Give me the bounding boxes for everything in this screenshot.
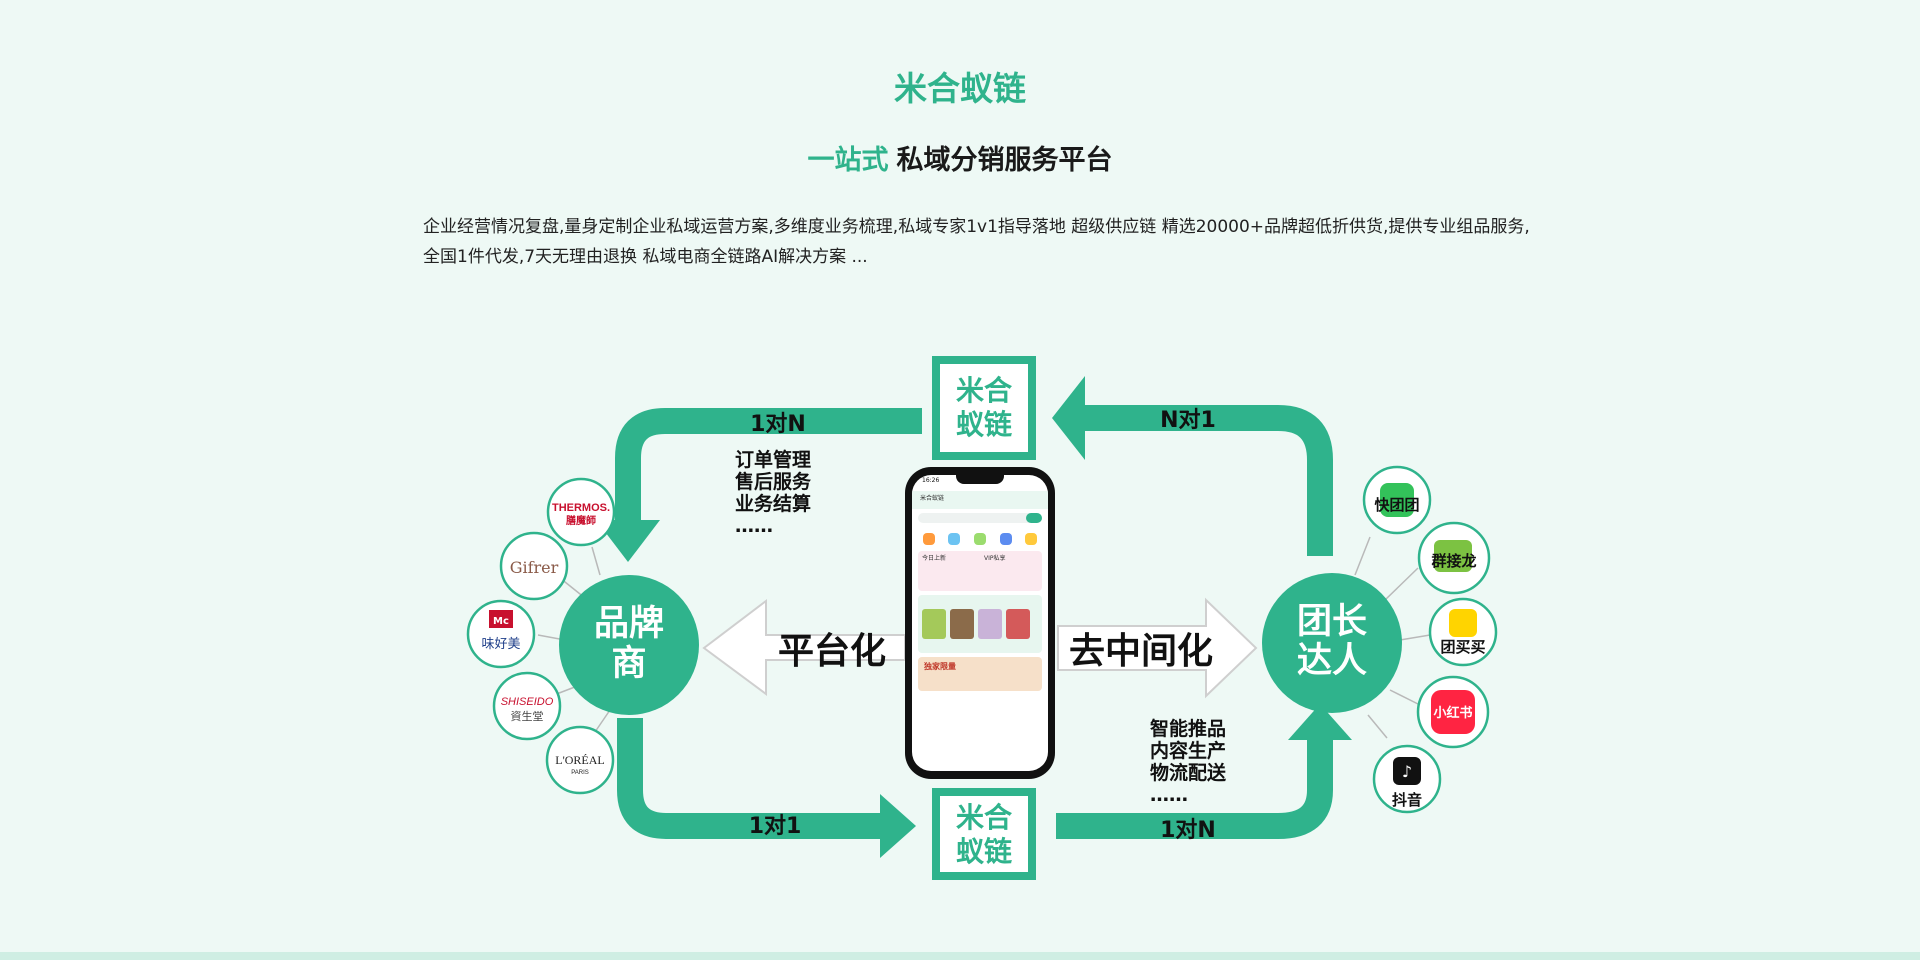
service-top-3: 业务结算 (735, 492, 811, 515)
phone-app-title: 米合蚁链 (920, 495, 945, 502)
channel-icon-qunjielong: 群接龙 (1417, 521, 1491, 595)
brand-logo-mccormick: Mc 味好美 (466, 599, 536, 669)
flow-label-bottom-left: 1对1 (749, 814, 802, 839)
svg-text:♪: ♪ (1402, 762, 1412, 781)
service-top-1: 订单管理 (735, 448, 811, 471)
center-box-bottom (932, 788, 1036, 880)
brand-logo-shiseido: SHISEIDO 資生堂 (492, 671, 562, 741)
channel-icon-xiaohongshu: 小红书 (1416, 675, 1490, 749)
center-box-bottom-line1: 米合 (956, 801, 1013, 834)
flow-path-top-right (1085, 405, 1333, 556)
brand-logo-gifrer: Gifrer (499, 531, 569, 601)
service-bottom-4: …… (1150, 784, 1188, 806)
flow-arrowhead-bottom-right (1288, 704, 1352, 740)
service-bottom-1: 智能推品 (1150, 717, 1226, 740)
phone-category-icon (922, 533, 935, 545)
page-subtitle: 一站式私域分销服务平台 (0, 138, 1920, 177)
description-line-2: 全国1件代发,7天无理由退换 私域电商全链路AI解决方案 ... (423, 247, 868, 267)
flow-arrowhead-bottom-left (880, 794, 916, 858)
phone-today-label: 今日上新 (922, 555, 947, 562)
phone-category-icon (973, 533, 986, 545)
brand-logo-loreal: L'ORÉAL PARIS (545, 725, 615, 795)
svg-text:L'ORÉAL: L'ORÉAL (555, 753, 605, 767)
flow-label-bottom-right: 1对N (1160, 818, 1216, 843)
arrow-platform (702, 598, 906, 696)
phone-search-button (1026, 513, 1042, 523)
phone-product-grid (918, 595, 1042, 653)
phone-product-card (950, 609, 974, 639)
phone-product-card (1006, 609, 1030, 639)
svg-text:THERMOS.: THERMOS. (552, 502, 610, 514)
phone-product-card (922, 609, 946, 639)
flow-path-bottom-left (617, 718, 885, 839)
phone-vip-label: VIP私享 (984, 555, 1006, 562)
hub-leader-line2: 达人 (1297, 641, 1367, 681)
svg-text:Mc: Mc (493, 616, 509, 627)
center-box-top (932, 356, 1036, 460)
phone-status-bar: 16:26 (912, 475, 1048, 491)
svg-text:快团团: 快团团 (1374, 496, 1419, 514)
phone-category-icon (948, 533, 961, 545)
flow-label-top-left: 1对N (750, 412, 806, 437)
phone-new-arrivals-banner: 今日上新 VIP私享 (918, 551, 1042, 591)
phone-app-header: 米合蚁链 (912, 491, 1048, 509)
svg-text:团买买: 团买买 (1440, 638, 1485, 656)
center-box-top-line2: 蚁链 (956, 408, 1012, 441)
page-title: 米合蚁链 (894, 69, 1026, 108)
phone-notch (956, 475, 1004, 484)
phone-search-bar (918, 513, 1042, 523)
svg-text:膳魔師: 膳魔師 (566, 514, 596, 527)
hub-leader-line1: 团长 (1297, 602, 1367, 642)
brand-logo-thermos: THERMOS. 膳魔師 (546, 477, 616, 547)
channel-icon-tuanmaimai: 团买买 (1428, 597, 1498, 667)
arrow-platform-label: 平台化 (778, 631, 886, 672)
subtitle-accent: 一站式 (807, 145, 889, 176)
phone-time: 16:26 (922, 477, 940, 484)
phone-screen: 16:26 米合蚁链 今日上新 VIP私享 独家限量 (912, 475, 1048, 771)
service-top-2: 售后服务 (734, 470, 812, 493)
flow-arrowhead-top-right (1052, 376, 1085, 460)
description: 企业经营情况复盘,量身定制企业私域运营方案,多维度业务梳理,私域专家1v1指导落… (423, 212, 1583, 272)
hub-brand-line2: 商 (611, 644, 646, 684)
channel-icon-douyin: ♪ 抖音 (1372, 744, 1442, 814)
svg-text:Gifrer: Gifrer (510, 558, 559, 577)
arrow-decentralize (1057, 597, 1258, 699)
phone-category-icon (999, 533, 1012, 545)
channel-spokes (1354, 536, 1431, 739)
phone-category-icons (912, 527, 1048, 547)
svg-text:PARIS: PARIS (571, 770, 589, 776)
service-bottom-2: 内容生产 (1150, 739, 1226, 762)
service-top-4: …… (735, 515, 773, 537)
hub-leader (1262, 573, 1402, 713)
channel-icon-kuaituantuan: 快团团 (1362, 465, 1432, 535)
phone-promo-label: 独家限量 (924, 662, 956, 671)
phone-mockup: 16:26 米合蚁链 今日上新 VIP私享 独家限量 (905, 467, 1055, 779)
bottom-band (0, 952, 1920, 960)
hub-brand-line1: 品牌 (594, 604, 664, 644)
flow-path-bottom-right (1056, 740, 1333, 839)
center-box-bottom-line2: 蚁链 (956, 835, 1012, 868)
svg-text:抖音: 抖音 (1392, 791, 1422, 809)
phone-category-icon (1025, 533, 1038, 545)
center-box-top-line1: 米合 (956, 374, 1013, 407)
svg-text:群接龙: 群接龙 (1431, 552, 1476, 570)
flow-label-top-right: N对1 (1160, 408, 1216, 433)
hub-brand (559, 575, 699, 715)
phone-promo-banner: 独家限量 (918, 657, 1042, 691)
flow-path-top-left (615, 408, 922, 520)
service-bottom-3: 物流配送 (1150, 761, 1227, 784)
svg-text:SHISEIDO: SHISEIDO (501, 696, 554, 708)
svg-text:資生堂: 資生堂 (511, 709, 544, 723)
arrow-decentralize-label: 去中间化 (1069, 631, 1213, 672)
description-line-1: 企业经营情况复盘,量身定制企业私域运营方案,多维度业务梳理,私域专家1v1指导落… (423, 217, 1530, 237)
svg-text:味好美: 味好美 (481, 637, 520, 652)
flow-arrowhead-top-left (596, 520, 660, 562)
svg-text:小红书: 小红书 (1433, 705, 1472, 721)
subtitle-rest: 私域分销服务平台 (896, 145, 1113, 176)
phone-product-card (978, 609, 1002, 639)
